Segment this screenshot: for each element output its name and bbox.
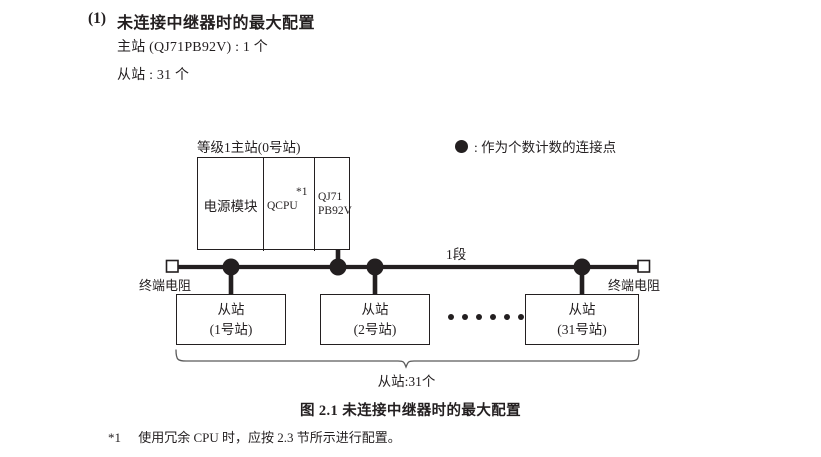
network-module-label-line1: QJ71 bbox=[318, 191, 343, 203]
power-module-slot: 电源模块 bbox=[198, 158, 263, 251]
slave-count-brace bbox=[175, 349, 640, 369]
terminal-resistor-right-label: 终端电阻 bbox=[608, 278, 661, 293]
filled-circle-icon bbox=[455, 139, 468, 153]
ellipsis-dots bbox=[448, 314, 524, 320]
ellipsis-dot bbox=[504, 314, 510, 320]
power-module-label: 电源模块 bbox=[203, 198, 258, 214]
network-module-slot: QJ71 PB92V bbox=[314, 158, 352, 251]
slave-station-box-31: 从站 (31号站) bbox=[525, 294, 639, 345]
figure-caption: 图 2.1 未连接中继器时的最大配置 bbox=[299, 403, 522, 419]
terminal-resistor-left-icon bbox=[165, 259, 179, 273]
segment-label: 1段 bbox=[446, 247, 467, 262]
connection-dot-slave-2 bbox=[366, 258, 384, 276]
connection-dot-slave-31 bbox=[573, 258, 591, 276]
spec-master-line: 主站 (QJ71PB92V) : 1 个 bbox=[117, 40, 269, 55]
slave-count-text: 从站:31个 bbox=[377, 374, 436, 389]
spec-slave-line: 从站 : 31 个 bbox=[117, 68, 190, 83]
network-module-label-line2: PB92V bbox=[318, 205, 352, 217]
slave-count-label: 从站:31个 bbox=[0, 370, 821, 390]
ellipsis-dot bbox=[490, 314, 496, 320]
ellipsis-dot bbox=[518, 314, 524, 320]
connection-dot-slave-1 bbox=[222, 258, 240, 276]
slave-station-number-31: (31号站) bbox=[557, 321, 607, 337]
page-title: 未连接中继器时的最大配置 bbox=[117, 15, 316, 32]
legend-label: : 作为个数计数的连接点 bbox=[474, 140, 617, 155]
rack-divider-1 bbox=[263, 158, 264, 251]
master-station-label: 等级1主站(0号站) bbox=[197, 140, 301, 155]
cpu-module-label: QCPU bbox=[267, 200, 298, 212]
master-rack: 电源模块 QCPU *1 QJ71 PB92V bbox=[197, 157, 352, 251]
footnote-text: 使用冗余 CPU 时，应按 2.3 节所示进行配置。 bbox=[138, 430, 401, 445]
rack-divider-2 bbox=[314, 158, 315, 251]
slave-station-name-1: 从站 bbox=[217, 301, 245, 317]
terminal-resistor-left-label: 终端电阻 bbox=[139, 278, 192, 293]
slave-station-number-2: (2号站) bbox=[353, 321, 397, 337]
footnote: *1 使用冗余 CPU 时，应按 2.3 节所示进行配置。 bbox=[108, 427, 401, 446]
footnote-marker: *1 bbox=[108, 430, 121, 445]
ellipsis-dot bbox=[448, 314, 454, 320]
cpu-module-slot: QCPU *1 bbox=[263, 158, 314, 251]
ellipsis-dot bbox=[462, 314, 468, 320]
ellipsis-dot bbox=[476, 314, 482, 320]
terminal-resistor-right-icon bbox=[637, 259, 651, 273]
section-number: (1) bbox=[88, 10, 107, 27]
legend: : 作为个数计数的连接点 bbox=[455, 136, 616, 156]
connection-dot-master bbox=[329, 258, 347, 276]
cpu-footnote-marker: *1 bbox=[296, 186, 308, 198]
slave-station-box-2: 从站 (2号站) bbox=[320, 294, 430, 345]
slave-station-name-2: 从站 bbox=[361, 301, 389, 317]
slave-station-number-1: (1号站) bbox=[209, 321, 253, 337]
slave-station-name-31: 从站 bbox=[568, 301, 596, 317]
slave-station-box-1: 从站 (1号站) bbox=[176, 294, 286, 345]
